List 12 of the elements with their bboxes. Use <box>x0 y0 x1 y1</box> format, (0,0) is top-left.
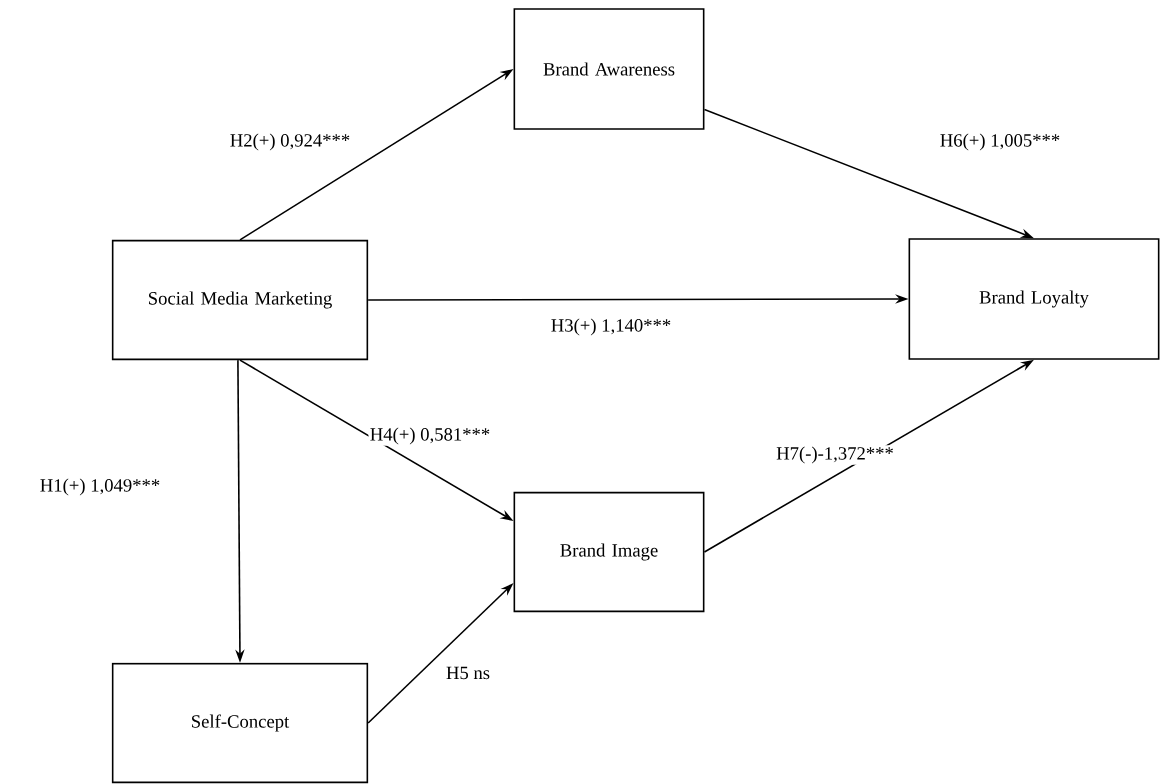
concept-box: Brand Image <box>513 491 705 613</box>
edge-label: H6(+) 1,005*** <box>938 132 1062 152</box>
concept-box: Brand Awareness <box>513 8 705 130</box>
edge-label: H4(+) 0,581*** <box>368 426 492 446</box>
edge-label: H5 ns <box>444 665 492 681</box>
edge-label: H2(+) 0,924*** <box>228 132 352 152</box>
concept-box: Social Media Marketing <box>111 239 369 361</box>
edge-label: H7(-)-1,372*** <box>774 445 896 465</box>
concept-box: Brand Loyalty <box>908 238 1160 360</box>
concept-box: Self-Concept <box>111 662 369 784</box>
edge-label: H1(+) 1,049*** <box>38 477 162 497</box>
edge-label: H3(+) 1,140*** <box>549 317 673 337</box>
